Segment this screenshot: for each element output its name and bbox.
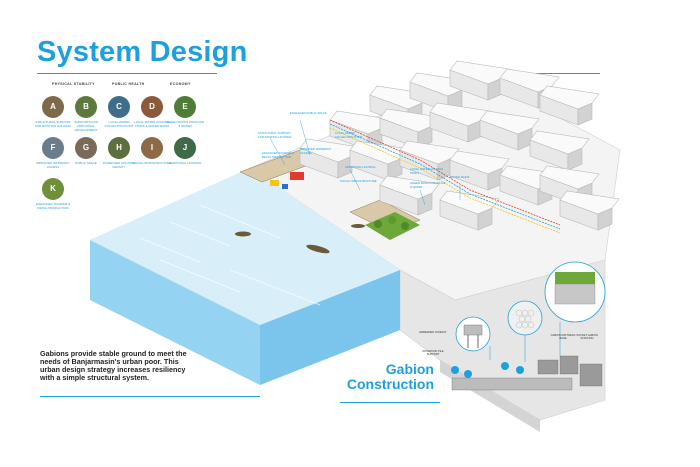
footer-rule bbox=[40, 396, 260, 397]
label-tourism: ENHANCED TOURISM & RETAIL PRODUCTION bbox=[262, 151, 294, 159]
legend-letter: F bbox=[50, 143, 56, 152]
footer-rule-right bbox=[340, 402, 440, 403]
detail-label-stacking: SOCKET GABION STACKING bbox=[576, 334, 598, 341]
legend-letter: E bbox=[182, 102, 188, 111]
boat-1 bbox=[235, 231, 251, 237]
detail-label-mattress: GABION MATTRESS BASE bbox=[550, 334, 576, 341]
legend-caption: INCREASED HOUSING DENSITY bbox=[102, 161, 136, 169]
red-kiosk bbox=[290, 172, 304, 180]
label-public-space: ENHANCED PUBLIC SPACE bbox=[290, 111, 327, 115]
legend-circle-f: F bbox=[42, 137, 64, 159]
detail-label-conduit: EMBEDDED CONDUIT bbox=[419, 331, 447, 334]
legend-letter: C bbox=[116, 102, 122, 111]
water-front bbox=[90, 240, 260, 385]
yellow-kiosk bbox=[270, 180, 279, 186]
legend-caption: LOCAL WATER HOLDING TANKS & WATER MAINS bbox=[134, 120, 170, 128]
legend-caption: GREEN ROOFS PRODUCE & WATER bbox=[165, 120, 204, 128]
workers bbox=[451, 362, 524, 378]
legend-circle-e: E bbox=[174, 96, 196, 118]
legend-letter: D bbox=[149, 102, 155, 111]
legend-letter: J bbox=[182, 143, 188, 152]
legend-circle-i: I bbox=[141, 137, 163, 159]
water-surface bbox=[90, 168, 400, 325]
legend-caption: STRUCTURAL SUPPORT FOR EXISTING HOUSING bbox=[34, 120, 71, 128]
legend-letter: G bbox=[82, 143, 90, 152]
label-holding-tanks: LOCAL WATER HOLDING TANKS bbox=[410, 167, 444, 175]
legend-letter: H bbox=[116, 143, 122, 152]
water-ripples bbox=[139, 204, 321, 306]
legend-col-health: PUBLIC HEALTH bbox=[112, 82, 145, 86]
label-structural: STRUCTURAL SUPPORT FOR EXISTING HOUSING bbox=[258, 131, 292, 139]
blue-kiosk bbox=[282, 184, 288, 189]
boat-2 bbox=[306, 244, 330, 254]
legend-caption: LOCAL WATER COLLECTION POINT bbox=[104, 120, 134, 128]
green-platform bbox=[365, 212, 420, 240]
legend-letter: A bbox=[50, 102, 56, 111]
water-side bbox=[260, 270, 400, 385]
legend-circle-a: A bbox=[42, 96, 64, 118]
building-roof bbox=[529, 130, 590, 155]
legend-circle-b: B bbox=[75, 96, 97, 118]
construction-strip bbox=[451, 355, 603, 391]
label-green-roofs: GREEN ROOFS PRODUCE & WATER bbox=[410, 181, 446, 189]
legend-caption: ADDITIONAL HOUSING bbox=[168, 161, 202, 165]
label-social: SOCIAL INFRASTRUCTURE bbox=[340, 179, 377, 183]
building-roof bbox=[539, 165, 600, 190]
legend-caption: ENHANCED TOURISM & RETAIL PRODUCTION bbox=[35, 202, 71, 210]
legend-caption: SOCIAL INFRASTRUCTURE bbox=[132, 161, 172, 165]
legend-circle-g: G bbox=[75, 137, 97, 159]
legend-circle-j: J bbox=[174, 137, 196, 159]
legend-circle-c: C bbox=[108, 96, 130, 118]
boat-3 bbox=[351, 224, 365, 228]
tree-3 bbox=[401, 222, 409, 230]
leader-lines bbox=[269, 119, 461, 206]
legend-caption: SUPPORTS FOR ADDITIONAL DEVELOPMENT bbox=[74, 120, 98, 132]
utility-lines bbox=[329, 119, 561, 234]
label-additional-housing: ADDITIONAL HOUSING bbox=[345, 165, 376, 169]
page-title: System Design bbox=[37, 36, 248, 68]
intro-paragraph: Gabions provide stable ground to meet th… bbox=[40, 349, 187, 382]
building-roof bbox=[499, 68, 560, 93]
legend-caption: PUBLIC SPACE bbox=[75, 161, 97, 165]
detail-circle-mesh bbox=[507, 300, 543, 336]
label-water-mains: WATER MAINS bbox=[450, 175, 470, 179]
building-roof bbox=[479, 110, 540, 135]
building-roof bbox=[449, 150, 510, 175]
buildings bbox=[299, 60, 620, 231]
gabion-construction-title: Gabion Construction bbox=[346, 361, 434, 392]
legend-caption: IMPROVED WATERWAY ACCESS bbox=[36, 161, 70, 169]
tree-1 bbox=[374, 220, 382, 228]
header-rule bbox=[37, 73, 217, 74]
legend-letter: K bbox=[50, 184, 56, 193]
building-roof bbox=[379, 175, 440, 200]
legend-letter: I bbox=[150, 143, 154, 152]
legend-circle-h: H bbox=[108, 137, 130, 159]
building-roof bbox=[559, 190, 620, 215]
legend-col-physical: PHYSICAL STABILITY bbox=[52, 82, 95, 86]
gabion-detail bbox=[451, 261, 606, 391]
building-roof bbox=[539, 85, 600, 110]
tree-2 bbox=[388, 216, 396, 224]
legend-circle-k: K bbox=[42, 178, 64, 200]
legend-letter: B bbox=[83, 102, 89, 111]
legend-col-economy: ECONOMY bbox=[170, 82, 191, 86]
label-water-collection: LOCAL WATER COLLECTION POINT bbox=[335, 131, 363, 139]
legend-circle-d: D bbox=[141, 96, 163, 118]
detail-label-pile: IRONWOOD PILE SUPPORT bbox=[422, 350, 444, 357]
label-waterway: IMPROVED WATERWAY ACCESS bbox=[300, 147, 332, 155]
